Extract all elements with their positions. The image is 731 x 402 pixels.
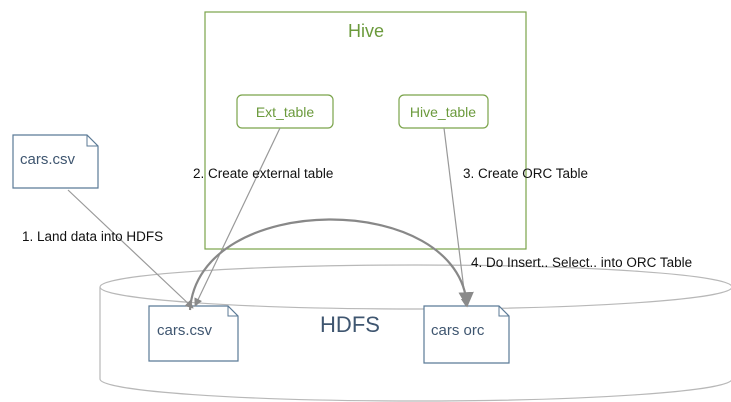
arrow-ext-table-to-csv	[194, 127, 281, 307]
arrow-insert-select-arc	[188, 218, 474, 311]
hdfs-cars-orc-doc: cars orc	[423, 305, 510, 364]
arrow-hive-table-to-orc	[443, 127, 470, 307]
ext-table-label: Ext_table	[256, 104, 315, 120]
hive-table-label: Hive_table	[410, 104, 476, 120]
hdfs-cars-csv-label: cars.csv	[157, 322, 213, 339]
step-2-label: 2. Create external table	[193, 166, 333, 181]
hive-container: Hive Ext_table Hive_table	[204, 11, 527, 250]
hive-table-node	[398, 94, 489, 129]
step-3-label: 3. Create ORC Table	[463, 166, 588, 181]
arrow-land-data	[67, 189, 194, 309]
source-file-label: cars.csv	[20, 151, 76, 168]
source-file-doc: cars.csv	[12, 134, 99, 189]
ext-table-node	[236, 94, 334, 129]
hdfs-cylinder: HDFS	[99, 264, 731, 402]
step-1-label: 1. Land data into HDFS	[22, 229, 163, 244]
step-4-label: 4. Do Insert.. Select.. into ORC Table	[471, 255, 692, 270]
hdfs-cars-csv-doc: cars.csv	[148, 305, 239, 362]
hdfs-title: HDFS	[320, 312, 380, 337]
hdfs-cars-orc-label: cars orc	[431, 322, 485, 339]
hive-title: Hive	[348, 21, 384, 41]
